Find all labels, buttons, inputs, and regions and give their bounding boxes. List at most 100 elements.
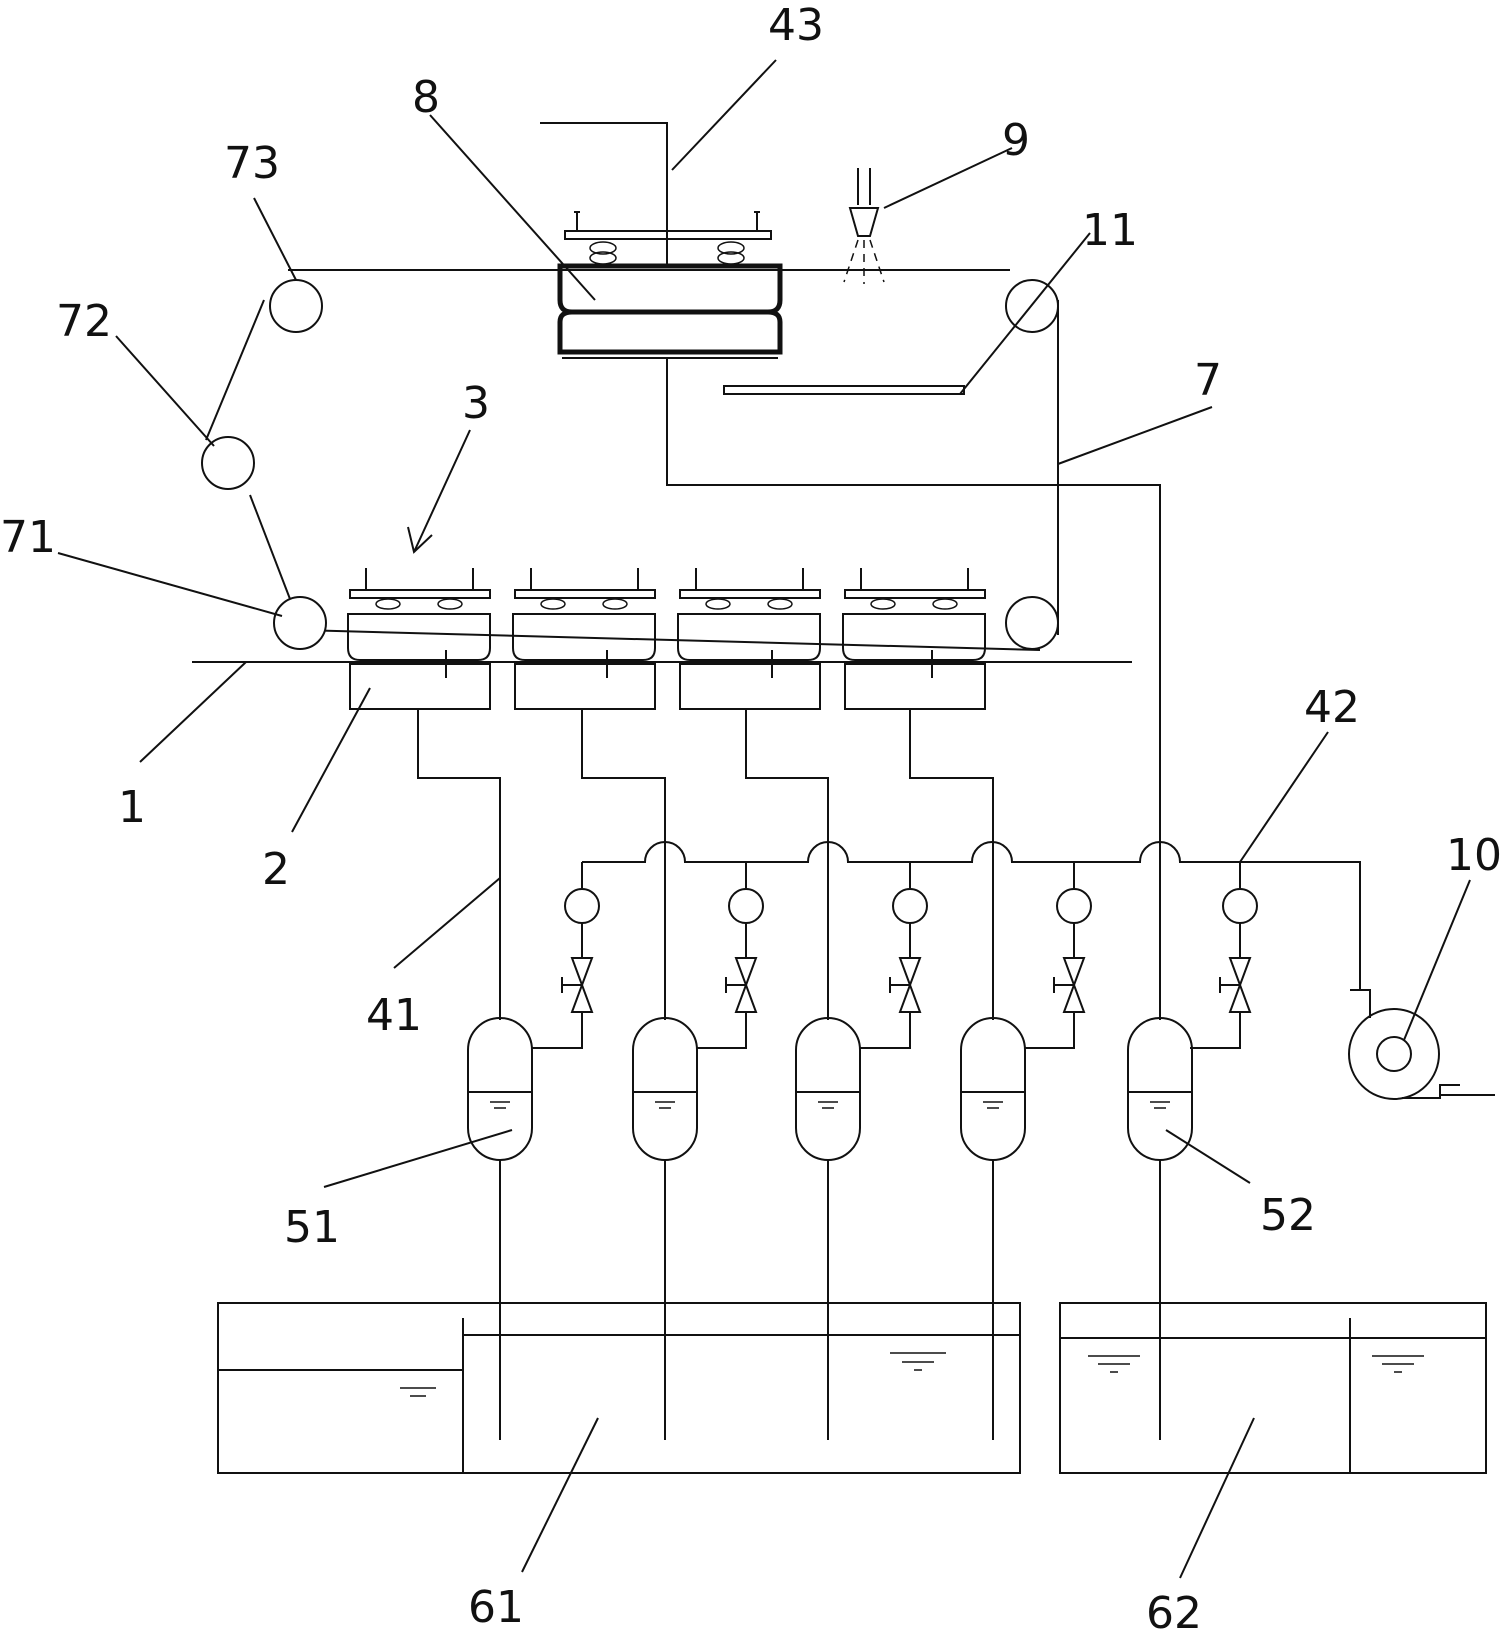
label-72: 72 [56,296,112,347]
label-51: 51 [284,1202,340,1253]
spring [933,599,957,609]
bolts [531,568,638,590]
leader-10 [1404,880,1470,1040]
spring [376,599,400,609]
plate [845,590,985,598]
gauge [1223,889,1257,923]
suction-box [845,664,985,709]
bolts [861,568,968,590]
label-2: 2 [262,844,290,895]
valve [890,958,920,1012]
leader-42 [1240,732,1328,862]
pump-impeller [1377,1037,1411,1071]
valve [1054,958,1084,1012]
level-mark [400,1388,436,1396]
level-mark [818,1102,838,1108]
gauge [893,889,927,923]
tank-outline [218,1303,1020,1473]
label-61: 61 [468,1582,524,1633]
leader-3 [408,430,470,552]
valve [1220,958,1250,1012]
bolts [366,568,473,590]
separator-51 [468,1018,532,1160]
label-71: 71 [0,512,56,563]
plate [350,590,490,598]
press-upper-chamber [560,266,780,312]
branch-4 [1024,862,1091,1048]
gauge [1057,889,1091,923]
leader-9 [884,148,1012,208]
vacuum-header-42 [582,842,1360,990]
level-mark [655,1102,675,1108]
roller-71 [274,597,326,649]
label-9: 9 [1002,115,1030,166]
vacuum-pump-10 [1349,990,1495,1099]
press-bolt-left [574,212,580,231]
branch-1 [532,862,599,1048]
plate-11 [724,386,964,394]
leader-72 [116,336,214,446]
plate [680,590,820,598]
label-1: 1 [118,782,146,833]
leader-11 [960,233,1090,394]
branch-2 [696,862,763,1048]
spring [871,599,895,609]
leader-8 [430,115,595,300]
separator [961,1018,1025,1160]
press-unit-3 [678,568,820,709]
label-42: 42 [1304,682,1360,733]
level-mark [890,1353,946,1370]
tank-outline [1060,1303,1486,1473]
leader-51 [324,1130,512,1187]
spray-lines [844,240,884,284]
belt-left-upper [206,300,264,440]
pipe-41-b [582,709,665,1020]
suction-box [680,664,820,709]
branch-3 [860,862,927,1048]
chamber [348,614,490,660]
chamber [678,614,820,660]
chamber [843,614,985,660]
roller-72 [202,437,254,489]
suction-box [515,664,655,709]
water-tank-62 [1060,1303,1486,1473]
valve [562,958,592,1012]
leader-2 [292,688,370,832]
spring [438,599,462,609]
press-unit-4 [843,568,985,709]
separator-tanks [468,1018,1192,1160]
nozzle-head [850,208,878,236]
pump-casing [1349,1009,1439,1099]
pipe-41-c [746,709,828,1020]
level-mark [983,1102,1003,1108]
leader-1 [140,662,246,762]
spring [603,599,627,609]
pipe-43-return [667,358,1160,1020]
label-52: 52 [1260,1190,1316,1241]
belt-bottom-run [300,630,1040,650]
label-11: 11 [1082,205,1138,256]
belt-7 [206,270,1058,650]
leader-73 [254,198,296,280]
bolts [696,568,803,590]
leader-7 [1058,407,1212,464]
label-43: 43 [768,0,824,51]
roller-lower-right [1006,597,1058,649]
tank-partitions [1060,1318,1486,1473]
label-62: 62 [1146,1588,1202,1635]
spring [706,599,730,609]
label-10: 10 [1446,830,1502,881]
inlet [1350,990,1370,1018]
press-bolt-right [754,212,760,231]
spring [768,599,792,609]
valve [726,958,756,1012]
press-lower-chamber [560,312,780,352]
level-mark [490,1102,510,1108]
label-73: 73 [224,138,280,189]
nozzle-pipe [858,168,870,205]
label-41: 41 [366,990,422,1041]
gauge [565,889,599,923]
separator [796,1018,860,1160]
pipe-41-a [418,709,500,1020]
